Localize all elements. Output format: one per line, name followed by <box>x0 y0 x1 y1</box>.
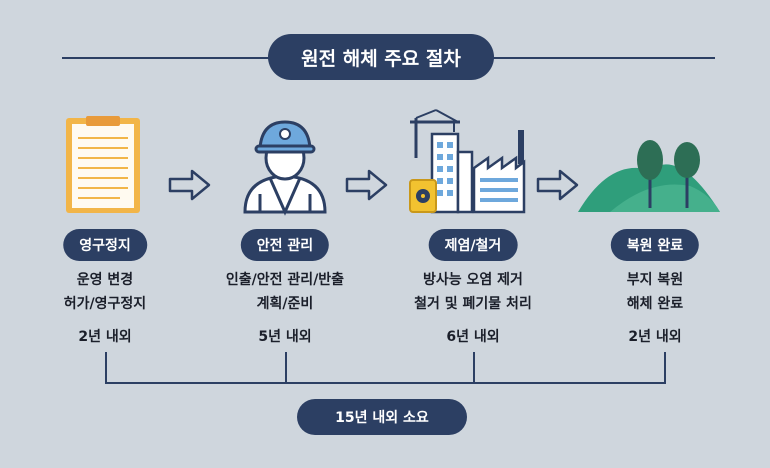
plant-demolition-icon <box>409 109 526 214</box>
arrow-right-icon <box>345 169 388 201</box>
step-duration: 2년 내외 <box>628 329 682 345</box>
timeline-tick <box>664 352 666 383</box>
arrow-right-icon <box>168 169 211 201</box>
timeline-tick <box>105 352 107 383</box>
step-label: 복원 완료 <box>610 229 700 261</box>
worker-icon <box>243 120 327 216</box>
step-duration: 6년 내외 <box>446 329 500 345</box>
hills-trees-icon <box>578 140 720 212</box>
clipboard-icon <box>66 116 140 213</box>
timeline-tick <box>473 352 475 383</box>
page-title: 원전 해체 주요 절차 <box>268 34 494 80</box>
step-label: 안전 관리 <box>240 229 330 261</box>
step-label: 제염/철거 <box>428 229 518 261</box>
arrow-right-icon <box>536 169 579 201</box>
step-label: 영구정지 <box>63 229 147 261</box>
step-duration: 5년 내외 <box>258 329 312 345</box>
step-duration: 2년 내외 <box>78 329 132 345</box>
timeline-tick <box>285 352 287 383</box>
total-duration-badge: 15년 내외 소요 <box>297 399 467 435</box>
timeline-bracket <box>105 382 666 384</box>
